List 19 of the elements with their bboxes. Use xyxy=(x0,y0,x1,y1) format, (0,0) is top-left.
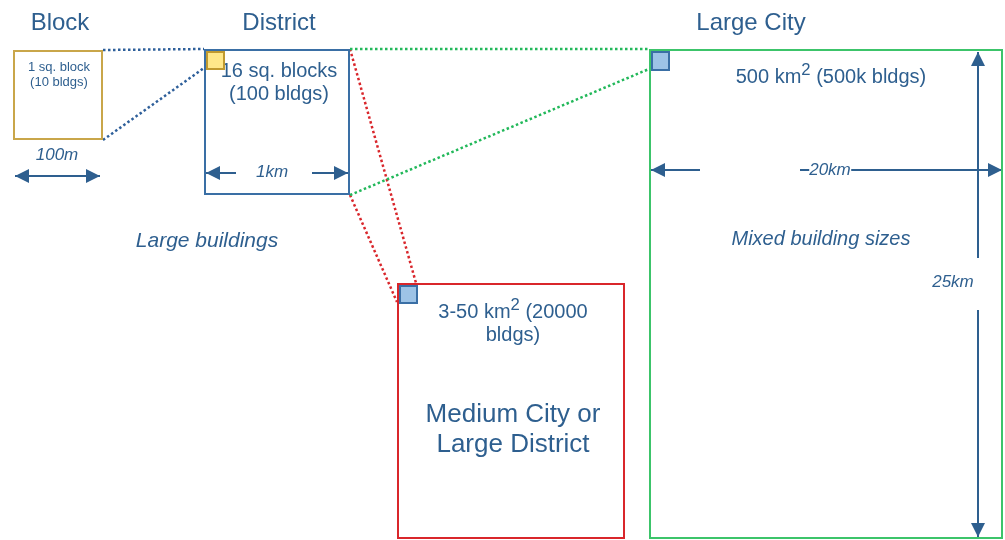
zoom-connector-line xyxy=(349,67,650,197)
node-text: 16 sq. blocks (100 bldgs) xyxy=(219,59,339,105)
note-text: Large buildings xyxy=(135,228,279,252)
heading: District xyxy=(241,8,317,36)
note-text: Mixed building sizes xyxy=(730,227,912,250)
heading: Block xyxy=(29,8,91,36)
district-marker-square xyxy=(651,51,670,71)
heading: Large City xyxy=(695,8,807,36)
zoom-connector-line xyxy=(102,67,205,141)
node-text: 3-50 km$^{2}$ (20000 bldgs) xyxy=(437,295,589,346)
zoom-connector-line xyxy=(348,48,418,284)
node-text: 500 km$^{2}$ (500k bldgs) xyxy=(734,60,928,88)
zoom-connector-line xyxy=(348,194,399,303)
node-text: Medium City or Large District xyxy=(424,399,602,459)
zoom-connector-line xyxy=(350,47,649,51)
medium-city-square xyxy=(397,283,625,539)
district-marker-square xyxy=(399,285,418,304)
zoom-connector-line xyxy=(103,47,204,52)
node-text: 1 sq. block (10 bldgs) xyxy=(26,60,92,90)
